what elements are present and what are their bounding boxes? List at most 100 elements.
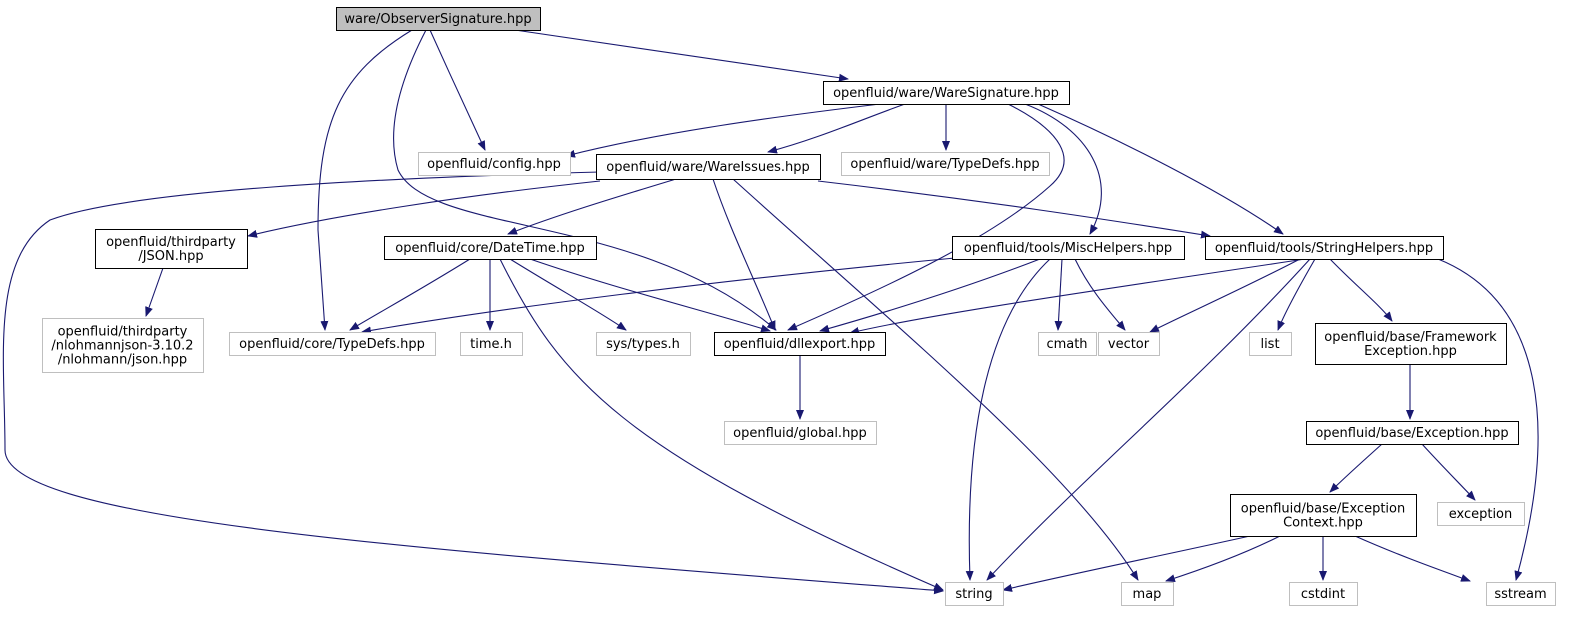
edge-wareissues-to-datetime: [507, 178, 677, 235]
node-label: openfluid/base/Exception.hpp: [1315, 426, 1508, 441]
dependency-edges: [2, 29, 1539, 595]
edge-arrow: [1277, 258, 1316, 331]
node-exception[interactable]: openfluid/base/Exception.hpp: [1306, 421, 1519, 445]
edge-root-to-coretypedefs: [317, 29, 413, 331]
node-box: [1306, 421, 1519, 445]
node-label: openfluid/ware/TypeDefs.hpp: [850, 157, 1039, 172]
node-box: [95, 229, 248, 269]
node-label: string: [955, 587, 992, 602]
node-label: openfluid/config.hpp: [427, 157, 561, 172]
edge-arrow: [787, 103, 1065, 331]
edge-arrow: [393, 29, 777, 331]
edge-arrow: [712, 178, 776, 331]
node-timeh: time.h: [460, 332, 523, 356]
node-systypes: sys/types.h: [596, 332, 691, 356]
dependency-nodes: ware/ObserverSignature.hpp openfluid/ware…: [42, 7, 1556, 606]
node-label: openfluid/ware/WareSignature.hpp: [833, 86, 1059, 101]
edge-arrow: [965, 258, 1051, 581]
node-label: openfluid/base/Exception: [1241, 502, 1405, 517]
node-label: exception: [1449, 507, 1513, 522]
node-label: map: [1133, 587, 1162, 602]
edge-waresig-to-config: [565, 103, 881, 158]
node-label: openfluid/dllexport.hpp: [724, 337, 876, 352]
edge-stringhelpers-to-vector: [1149, 258, 1301, 333]
node-coretypedefs: openfluid/core/TypeDefs.hpp: [229, 332, 436, 356]
node-label: vector: [1108, 337, 1150, 352]
node-box: [42, 318, 204, 373]
edge-stringhelpers-to-string: [986, 258, 1311, 581]
node-box: [1486, 582, 1556, 606]
edge-stringhelpers-to-list: [1277, 258, 1316, 331]
edge-datetime-to-systypes: [509, 258, 627, 331]
edge-datetime-to-dllexport: [529, 258, 771, 333]
node-label: openfluid/thirdparty: [106, 235, 236, 250]
edge-arrow: [1165, 535, 1281, 583]
node-label: Context.hpp: [1283, 516, 1363, 531]
node-json[interactable]: openfluid/thirdparty/JSON.hpp: [95, 229, 248, 269]
node-label: time.h: [470, 337, 512, 352]
edge-arrow: [507, 178, 677, 235]
node-stringhelpers[interactable]: openfluid/tools/StringHelpers.hpp: [1205, 236, 1444, 260]
node-label: openfluid/ware/WareIssues.hpp: [606, 160, 809, 175]
edge-arrow: [732, 178, 1139, 581]
node-label: /nlohmann/json.hpp: [58, 353, 187, 368]
edge-mischelpers-to-dllexport: [819, 258, 1041, 333]
edge-json-to-nlohmann: [145, 267, 164, 317]
edge-mischelpers-to-cmath: [1054, 258, 1063, 331]
edge-excctx-to-string: [1002, 535, 1251, 592]
edge-excctx-to-sstream: [1354, 535, 1471, 582]
node-cstdint: cstdint: [1289, 582, 1358, 606]
node-box: [460, 332, 523, 356]
edge-arrow: [1329, 258, 1393, 322]
edge-arrow: [1437, 258, 1539, 581]
node-map: map: [1121, 582, 1174, 606]
node-waresig[interactable]: openfluid/ware/WareSignature.hpp: [823, 81, 1070, 105]
node-label: /JSON.hpp: [138, 249, 203, 264]
node-datetime[interactable]: openfluid/core/DateTime.hpp: [384, 236, 597, 260]
edge-arrow: [317, 29, 413, 331]
node-list: list: [1249, 332, 1292, 356]
edge-arrow: [849, 258, 1306, 335]
node-label: sstream: [1494, 587, 1546, 602]
edge-waresig-to-dllexport: [787, 103, 1065, 331]
node-box: [336, 7, 541, 31]
node-label: ware/ObserverSignature.hpp: [344, 12, 531, 27]
node-box: [945, 582, 1004, 606]
edge-root-to-config: [429, 29, 486, 151]
node-nlohmann: openfluid/thirdparty/nlohmannjson-3.10.2…: [42, 318, 204, 373]
node-waretypedefs: openfluid/ware/TypeDefs.hpp: [841, 152, 1050, 176]
node-box: [1038, 332, 1097, 356]
edge-arrow: [1054, 258, 1063, 331]
edge-arrow: [2, 171, 944, 595]
edge-arrow: [986, 258, 1311, 581]
node-label: openfluid/core/TypeDefs.hpp: [239, 337, 425, 352]
edge-arrow: [349, 258, 471, 331]
edge-wareissues-to-dllexport: [712, 178, 776, 331]
edge-arrow: [817, 180, 1211, 239]
node-global: openfluid/global.hpp: [724, 421, 877, 445]
node-wareissues[interactable]: openfluid/ware/WareIssues.hpp: [596, 154, 821, 180]
edge-arrow: [1037, 103, 1284, 235]
edge-excctx-to-map: [1165, 535, 1281, 583]
edge-arrow: [509, 258, 627, 331]
edge-arrow: [1354, 535, 1471, 582]
node-box: [1098, 332, 1160, 356]
node-mischelpers[interactable]: openfluid/tools/MiscHelpers.hpp: [952, 236, 1185, 260]
node-dllexport[interactable]: openfluid/dllexport.hpp: [714, 332, 886, 356]
node-box: [1121, 582, 1174, 606]
edge-arrow: [1149, 258, 1301, 333]
node-label: Exception.hpp: [1364, 344, 1457, 359]
node-box: [1205, 236, 1444, 260]
node-box: [823, 81, 1070, 105]
edge-waresig-to-wareissues: [767, 103, 906, 154]
node-label: list: [1260, 337, 1279, 352]
node-cmath: cmath: [1038, 332, 1097, 356]
node-label: openfluid/global.hpp: [733, 426, 867, 441]
node-box: [229, 332, 436, 356]
node-label: openfluid/thirdparty: [58, 325, 188, 340]
edge-arrow: [429, 29, 486, 151]
node-vector: vector: [1098, 332, 1160, 356]
